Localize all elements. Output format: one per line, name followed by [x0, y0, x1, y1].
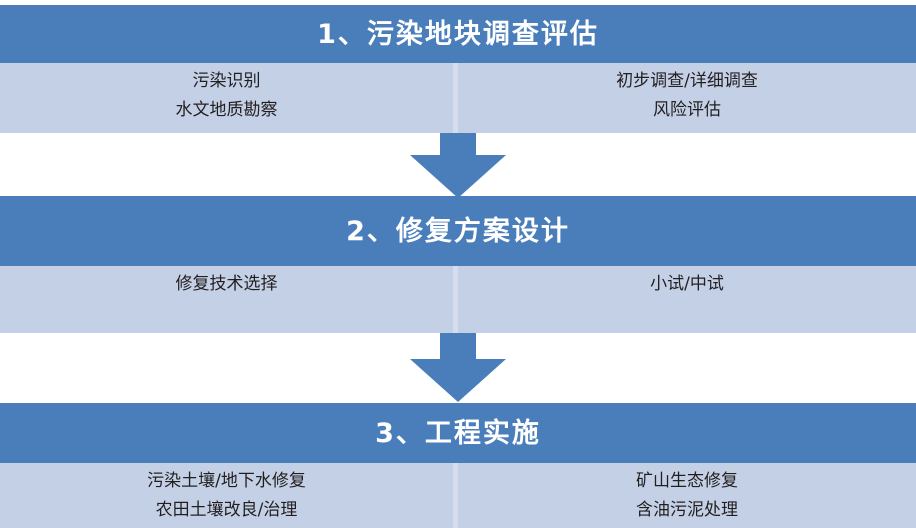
- stage-3-left-item-2: 农田土壤改良/治理: [155, 500, 298, 520]
- stage-1-column-right: 初步调查/详细调查 风险评估: [458, 63, 916, 133]
- stage-2: 2、修复方案设计 修复技术选择 小试/中试: [0, 196, 916, 333]
- stage-3-column-right: 矿山生态修复 含油污泥处理: [458, 463, 916, 528]
- stage-2-column-right: 小试/中试: [458, 266, 916, 333]
- stage-3-left-item-1: 污染土壤/地下水修复: [147, 471, 306, 491]
- stage-2-right-item-1: 小试/中试: [650, 274, 724, 294]
- stage-1-header: 1、污染地块调查评估: [0, 5, 916, 63]
- down-arrow-icon: [410, 133, 506, 198]
- stage-1-left-item-1: 污染识别: [192, 71, 261, 91]
- connector-arrow-2: [0, 333, 916, 403]
- stage-2-left-item-1: 修复技术选择: [175, 274, 278, 294]
- stage-3-body: 污染土壤/地下水修复 农田土壤改良/治理 矿山生态修复 含油污泥处理: [0, 463, 916, 528]
- stage-2-column-left: 修复技术选择: [0, 266, 458, 333]
- stage-3-right-item-1: 矿山生态修复: [636, 471, 738, 491]
- stage-1-right-item-2: 风险评估: [653, 100, 721, 120]
- stage-1-body: 污染识别 水文地质勘察 初步调查/详细调查 风险评估: [0, 63, 916, 133]
- down-arrow-icon: [410, 333, 506, 402]
- stage-3: 3、工程实施 污染土壤/地下水修复 农田土壤改良/治理 矿山生态修复 含油污泥处…: [0, 403, 916, 528]
- stage-3-right-item-2: 含油污泥处理: [636, 500, 738, 520]
- stage-1-right-item-1: 初步调查/详细调查: [616, 71, 758, 91]
- stage-2-header: 2、修复方案设计: [0, 196, 916, 266]
- connector-arrow-1: [0, 133, 916, 198]
- stage-2-title: 2、修复方案设计: [346, 215, 570, 247]
- stage-1-column-left: 污染识别 水文地质勘察: [0, 63, 458, 133]
- stage-1-left-item-2: 水文地质勘察: [175, 100, 278, 120]
- stage-3-column-left: 污染土壤/地下水修复 农田土壤改良/治理: [0, 463, 458, 528]
- stage-3-header: 3、工程实施: [0, 403, 916, 463]
- stage-1: 1、污染地块调查评估 污染识别 水文地质勘察 初步调查/详细调查 风险评估: [0, 5, 916, 133]
- stage-1-title: 1、污染地块调查评估: [317, 18, 599, 50]
- stage-3-title: 3、工程实施: [375, 417, 541, 449]
- stage-2-body: 修复技术选择 小试/中试: [0, 266, 916, 333]
